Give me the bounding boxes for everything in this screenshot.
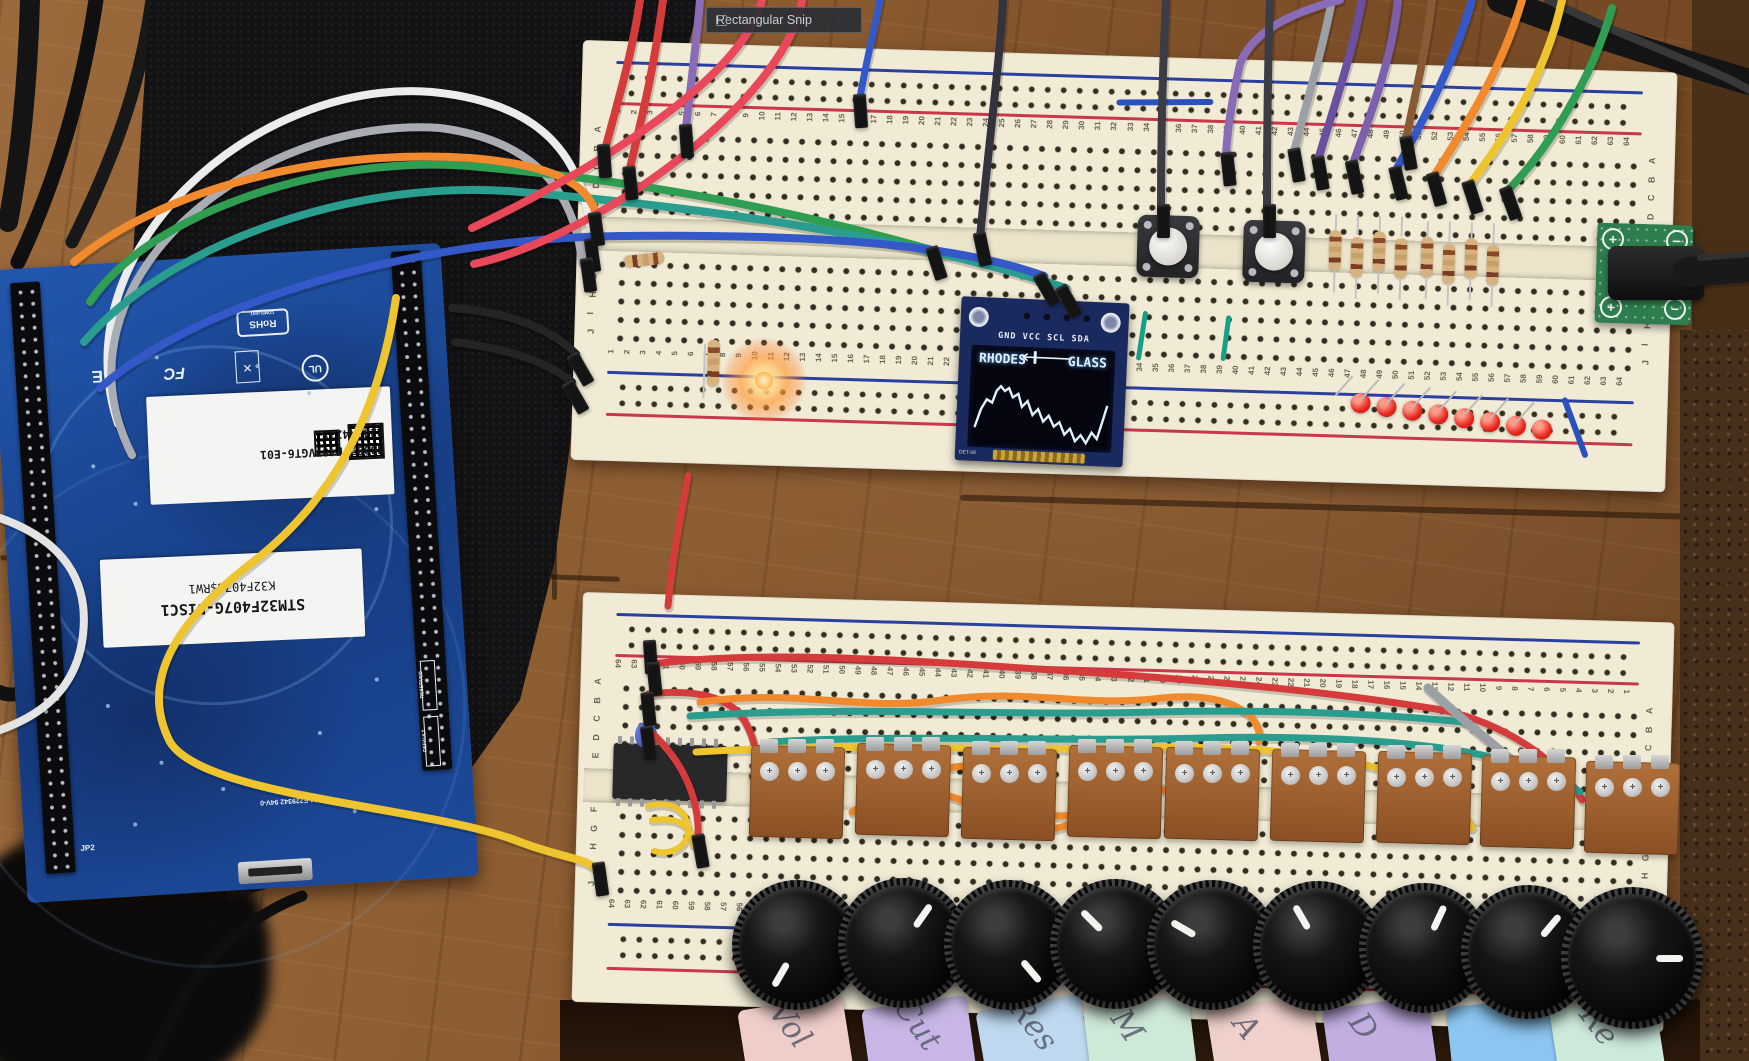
knob-pointer <box>1019 958 1042 984</box>
pot-screw: + <box>866 760 885 779</box>
pot-screw: + <box>1337 766 1356 785</box>
knob-pointer <box>911 902 933 930</box>
pot-tab <box>1281 743 1299 757</box>
pot-screw: + <box>922 760 941 779</box>
pot-tab <box>1491 749 1509 763</box>
pot-tab <box>1078 739 1096 753</box>
pot-tab <box>1387 745 1405 759</box>
pot-screw: + <box>1028 764 1047 783</box>
knob-pointer <box>1079 908 1104 933</box>
knob-pointer <box>1291 903 1311 931</box>
pot-tab <box>816 739 834 753</box>
knob <box>1154 887 1270 1003</box>
pot-tab <box>760 739 778 753</box>
pot-screw: + <box>1443 768 1462 787</box>
knob <box>1260 888 1376 1004</box>
pot-screw: + <box>1309 766 1328 785</box>
pot-screw: + <box>788 762 807 781</box>
pot-screw: + <box>1595 778 1614 797</box>
oled-module: GND VCC SCL SDA RHODES GLASS DET-08 <box>954 296 1130 468</box>
pot-tab <box>1651 755 1669 769</box>
pot-tab <box>972 741 990 755</box>
dupont-connector <box>1157 204 1170 238</box>
pot-screw: + <box>1547 772 1566 791</box>
pot-screw: + <box>1281 766 1300 785</box>
pot-body <box>1583 760 1681 856</box>
pot-screw: + <box>972 764 991 783</box>
pot-tab <box>1547 749 1565 763</box>
pot-screw: + <box>1491 772 1510 791</box>
pot-screw: + <box>816 762 835 781</box>
pot-tab <box>1415 745 1433 759</box>
pot-tab <box>1134 739 1152 753</box>
pot-screw: + <box>1175 764 1194 783</box>
pot-tab <box>1595 755 1613 769</box>
pot-tab <box>1106 739 1124 753</box>
pot-tab <box>1443 745 1461 759</box>
pot-body <box>854 742 952 838</box>
knob <box>1568 894 1696 1022</box>
pot-body <box>748 744 846 840</box>
pot-tab <box>1309 743 1327 757</box>
pot-screw: + <box>1106 762 1125 781</box>
dupont-connector <box>1263 204 1276 238</box>
pot-screw: + <box>1387 768 1406 787</box>
oled-waveform <box>973 350 1109 446</box>
pot-body <box>1163 746 1261 842</box>
pot-body <box>1269 748 1367 844</box>
pot-tab <box>1337 743 1355 757</box>
pot-tab <box>788 739 806 753</box>
knob-pointer <box>770 961 790 989</box>
pot-screw: + <box>1078 762 1097 781</box>
pot-tab <box>1623 755 1641 769</box>
pot-screw: + <box>1000 764 1019 783</box>
snip-tooltip-label: Rectangular Snip <box>716 13 812 27</box>
pot-screw: + <box>1415 768 1434 787</box>
pot-screw: + <box>1651 778 1670 797</box>
pot-tab <box>1175 741 1193 755</box>
top-breadboard: 1234567891011121314151617181920212223242… <box>570 40 1678 493</box>
knob <box>845 885 961 1001</box>
knob-pointer <box>1429 904 1448 932</box>
pot-screw: + <box>1203 764 1222 783</box>
pot-body <box>1479 754 1577 850</box>
pot-tab <box>1231 741 1249 755</box>
snip-icon <box>716 14 727 26</box>
pot-screw: + <box>760 762 779 781</box>
pot-tab <box>1519 749 1537 763</box>
knob-pointer <box>1169 918 1197 939</box>
pot-screw: + <box>1519 772 1538 791</box>
knob-pointer <box>1655 955 1683 962</box>
pot-screw: + <box>1231 764 1250 783</box>
knob <box>951 887 1067 1003</box>
pot-screw: + <box>1134 762 1153 781</box>
knob <box>739 887 855 1003</box>
knob-pointer <box>1539 913 1562 939</box>
pot-tab <box>1000 741 1018 755</box>
oled-screen: RHODES GLASS <box>967 344 1116 453</box>
pot-screw: + <box>894 760 913 779</box>
pot-body <box>960 746 1058 842</box>
pot-tab <box>866 737 884 751</box>
pot-tab <box>1028 741 1046 755</box>
pot-screw: + <box>1623 778 1642 797</box>
pot-tab <box>1203 741 1221 755</box>
pot-body <box>1066 744 1164 840</box>
pot-tab <box>922 737 940 751</box>
pot-body <box>1375 750 1473 846</box>
snip-tooltip: Rectangular Snip <box>706 7 862 33</box>
pot-tab <box>894 737 912 751</box>
